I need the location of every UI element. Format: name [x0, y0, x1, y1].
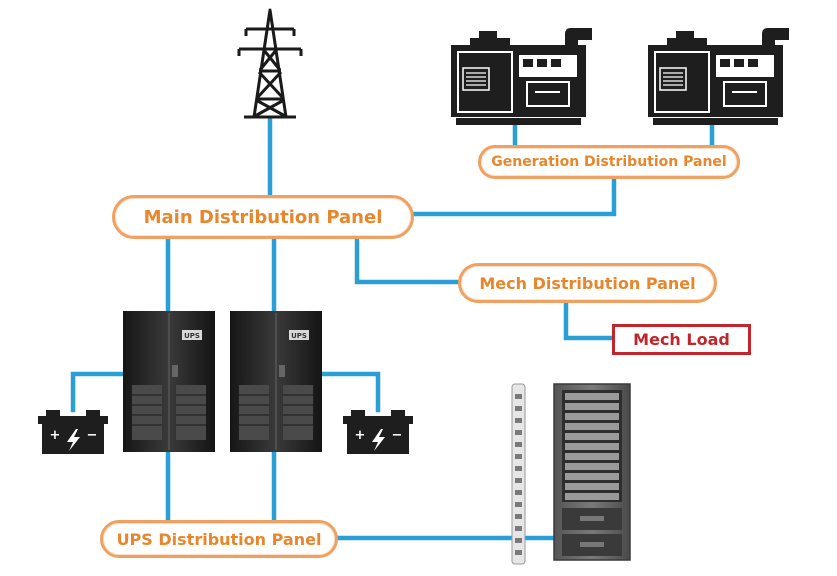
- wire-genpanel-main: [409, 175, 617, 217]
- svg-text:−: −: [87, 428, 98, 443]
- ups-cabinet-icon: UPS: [230, 311, 322, 452]
- generator-icon: [648, 28, 789, 125]
- wire-ups1-battery-left: [70, 371, 128, 413]
- transmission-tower-icon: [237, 8, 303, 119]
- svg-text:+: +: [355, 428, 366, 443]
- battery-icon: + −: [38, 410, 108, 454]
- svg-text:−: −: [392, 428, 403, 443]
- battery-icon: + −: [343, 410, 413, 454]
- generator-icon: [451, 28, 592, 125]
- ups-distribution-panel: UPS Distribution Panel: [100, 520, 338, 558]
- svg-text:+: +: [50, 428, 61, 443]
- ups-cabinet-icon: UPS: [123, 311, 215, 452]
- generation-distribution-panel: Generation Distribution Panel: [478, 145, 740, 179]
- wire-main-mech: [354, 233, 463, 285]
- pdu-strip-icon: [511, 383, 526, 565]
- wire-ups2-battery-right: [317, 371, 381, 413]
- server-rack-icon: [553, 383, 631, 561]
- main-distribution-panel: Main Distribution Panel: [112, 195, 414, 239]
- mech-distribution-panel: Mech Distribution Panel: [458, 263, 717, 303]
- ups-badge: UPS: [291, 332, 307, 340]
- mech-load-box: Mech Load: [612, 324, 751, 355]
- ups-badge: UPS: [184, 332, 200, 340]
- wire-mech-load: [563, 299, 617, 341]
